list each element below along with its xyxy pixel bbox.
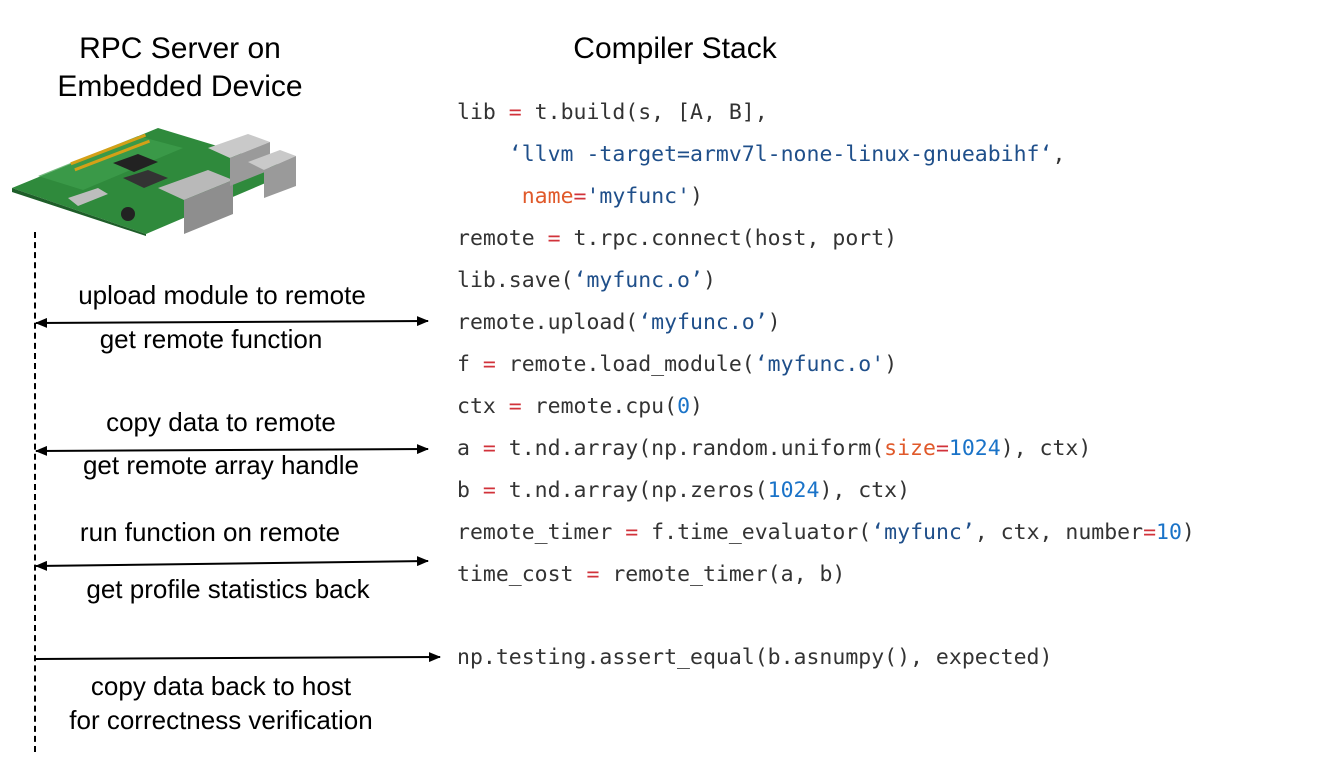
code-token: 10 bbox=[1156, 520, 1182, 545]
server-timeline bbox=[34, 232, 36, 752]
arrow-copy-back bbox=[35, 652, 441, 663]
code-token: 1024 bbox=[948, 436, 1001, 461]
code-token: ‘myfunc.o’ bbox=[573, 268, 703, 293]
code-line: name='myfunc') bbox=[457, 182, 703, 212]
code-line: a = t.nd.array(np.random.uniform(size=10… bbox=[457, 434, 1091, 464]
code-token: np.testing.assert_equal(b.asnumpy(), exp… bbox=[457, 645, 1053, 670]
code-line: time_cost = remote_timer(a, b) bbox=[457, 560, 845, 590]
code-token: remote_timer bbox=[457, 520, 626, 545]
code-token: = bbox=[482, 478, 496, 503]
code-line: lib.save(‘myfunc.o’) bbox=[457, 266, 716, 296]
code-token: name bbox=[521, 184, 574, 209]
code-token: remote_timer(a, b) bbox=[599, 562, 846, 587]
code-line: np.testing.assert_equal(b.asnumpy(), exp… bbox=[457, 643, 1052, 673]
code-token: remote.cpu( bbox=[521, 394, 678, 419]
code-token: = bbox=[482, 352, 496, 377]
code-token bbox=[457, 142, 509, 167]
label-correctness: for correctness verification bbox=[69, 705, 373, 735]
label-get-remote-function: get remote function bbox=[99, 324, 323, 354]
code-token: ) bbox=[690, 184, 703, 209]
code-token: lib bbox=[457, 100, 509, 125]
code-token: f bbox=[457, 352, 483, 377]
code-line: f = remote.load_module(‘myfunc.o') bbox=[457, 350, 897, 380]
embedded-board-image bbox=[12, 128, 296, 236]
code-token: , bbox=[1052, 142, 1066, 167]
label-copy-back: copy data back to host bbox=[90, 671, 352, 701]
code-token: 0 bbox=[677, 394, 691, 419]
code-token: ‘myfunc.o’ bbox=[638, 310, 768, 335]
code-token: b bbox=[457, 478, 483, 503]
code-token: 1024 bbox=[767, 478, 820, 503]
code-token: lib.save( bbox=[457, 268, 574, 293]
code-token: 'myfunc' bbox=[586, 184, 691, 209]
code-line: remote_timer = f.time_evaluator(‘myfunc’… bbox=[457, 518, 1195, 548]
code-line: ‘llvm -target=armv7l-none-linux-gnueabih… bbox=[457, 140, 1066, 170]
code-token: = bbox=[482, 436, 496, 461]
code-token: ) bbox=[690, 394, 703, 419]
code-token: = bbox=[586, 562, 600, 587]
code-line: b = t.nd.array(np.zeros(1024), ctx) bbox=[457, 476, 910, 506]
code-token: t.nd.array(np.random.uniform( bbox=[495, 436, 885, 461]
code-token: ) bbox=[884, 352, 898, 377]
code-token: ‘llvm -target=armv7l-none-linux-gnueabih… bbox=[508, 142, 1053, 167]
code-token: a bbox=[457, 436, 483, 461]
code-token: = bbox=[547, 226, 561, 251]
code-token: ), ctx) bbox=[819, 478, 911, 503]
code-token: f.time_evaluator( bbox=[638, 520, 872, 545]
code-token: ), ctx) bbox=[1000, 436, 1092, 461]
arrow-copy-data bbox=[35, 444, 429, 456]
arrow-upload bbox=[35, 316, 429, 328]
code-token: = bbox=[508, 394, 522, 419]
code-token: ) bbox=[767, 310, 781, 335]
code-token: remote.load_module( bbox=[495, 352, 755, 377]
code-token: ctx bbox=[457, 394, 509, 419]
code-line: ctx = remote.cpu(0) bbox=[457, 392, 703, 422]
code-token: ‘myfunc.o' bbox=[754, 352, 885, 377]
left-title: RPC Server on Embedded Device bbox=[57, 32, 303, 103]
code-token: = bbox=[508, 100, 522, 125]
label-copy-data: copy data to remote bbox=[106, 407, 336, 437]
code-token: t.build(s, [A, B], bbox=[521, 100, 768, 125]
code-line: remote = t.rpc.connect(host, port) bbox=[457, 224, 897, 254]
label-profile-stats: get profile statistics back bbox=[86, 574, 370, 604]
code-token: size bbox=[884, 436, 936, 461]
code-token: ‘myfunc’ bbox=[871, 520, 975, 545]
code-token: remote bbox=[457, 226, 548, 251]
code-token: , ctx, number bbox=[974, 520, 1144, 545]
code-token: = bbox=[1143, 520, 1157, 545]
code-token: remote.upload( bbox=[457, 310, 639, 335]
code-line: lib = t.build(s, [A, B], bbox=[457, 98, 768, 128]
code-token: = bbox=[625, 520, 639, 545]
right-title: Compiler Stack bbox=[573, 32, 777, 65]
code-token: = bbox=[935, 436, 949, 461]
code-line: remote.upload(‘myfunc.o’) bbox=[457, 308, 781, 338]
label-upload-module: upload module to remote bbox=[78, 280, 366, 310]
code-token: time_cost bbox=[457, 562, 587, 587]
label-get-array-handle: get remote array handle bbox=[82, 450, 360, 480]
code-token: ) bbox=[702, 268, 716, 293]
code-token bbox=[457, 184, 522, 209]
code-token: = bbox=[573, 184, 587, 209]
label-run-function: run function on remote bbox=[79, 517, 341, 547]
code-token: t.nd.array(np.zeros( bbox=[495, 478, 768, 503]
code-token: ) bbox=[1181, 520, 1195, 545]
code-token: t.rpc.connect(host, port) bbox=[560, 226, 898, 251]
arrow-run-function bbox=[35, 556, 429, 571]
